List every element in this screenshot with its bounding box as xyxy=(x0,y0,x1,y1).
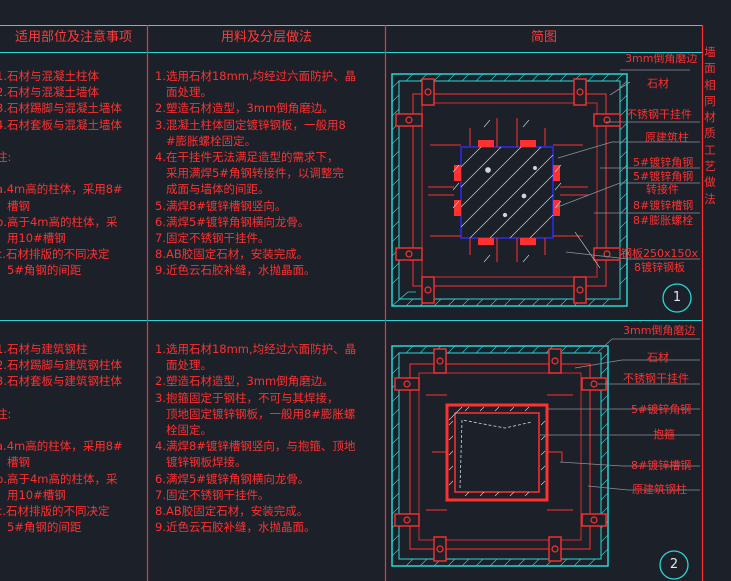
table-column-dividers xyxy=(146,25,704,581)
d1-label-plate: 8镀锌钢板 xyxy=(634,261,685,274)
d1-label-plate-size: 钢板250x150x xyxy=(621,247,699,260)
detail-2-number: 2 xyxy=(669,557,679,572)
column-header-materials-layers: 用料及分层做法 xyxy=(220,30,312,45)
d1-label-ss-hanger: 不锈钢干挂件 xyxy=(626,108,692,121)
d1-label-adapter: 转接件 xyxy=(646,183,679,196)
d1-label-stone: 石材 xyxy=(647,77,669,90)
d2-label-weld: 抱箍 xyxy=(653,428,675,441)
row2-method-text: 1.选用石材18mm,均经过六面防护、晶 面处理。 2.塑造石材造型，3mm倒角… xyxy=(155,342,357,535)
d2-label-stone: 石材 xyxy=(647,351,669,364)
d1-label-angle-steel-a: 5#镀锌角钢 xyxy=(633,156,694,169)
d2-label-chamfer: 3mm倒角磨边 xyxy=(623,324,696,337)
d2-label-ss-hanger: 不锈钢干挂件 xyxy=(623,372,689,385)
d2-label-steel-column: 原建筑钢柱 xyxy=(632,483,687,496)
column-header-diagram: 简图 xyxy=(530,30,557,45)
detail-1-section-drawing xyxy=(391,69,700,313)
detail-2-section-drawing xyxy=(391,338,700,580)
side-note-vertical: 墙 面 相 同 材 质 工 艺 做 法 xyxy=(704,45,716,206)
d2-label-channel-steel: 8#镀锌槽钢 xyxy=(631,459,692,472)
d1-label-channel-steel: 8#镀锌槽钢 xyxy=(633,199,694,212)
table-grid-lines xyxy=(0,25,702,321)
d2-label-angle-steel: 5#镀锌角钢 xyxy=(631,403,692,416)
row1-applicable-text: 1.石材与混凝土柱体 2.石材与混凝土墙体 3.石材踢脚与混凝土墙体 4.石材套… xyxy=(0,69,123,278)
d1-label-angle-steel-b: 5#镀锌角钢 xyxy=(633,170,694,183)
d1-label-chamfer: 3mm倒角磨边 xyxy=(625,52,698,65)
column-header-applicable-parts: 适用部位及注意事项 xyxy=(14,30,132,45)
d1-label-expansion-bolt: 8#膨胀螺栓 xyxy=(633,214,694,227)
d1-label-column: 原建筑柱 xyxy=(645,131,689,144)
row2-applicable-text: 1.石材与建筑钢柱 2.石材踢脚与建筑钢柱体 3.石材套板与建筑钢柱体 注: a… xyxy=(0,342,123,535)
row1-method-text: 1.选用石材18mm,均经过六面防护、晶 面处理。 2.塑造石材造型，3mm倒角… xyxy=(155,69,357,278)
detail-1-number: 1 xyxy=(672,290,682,305)
